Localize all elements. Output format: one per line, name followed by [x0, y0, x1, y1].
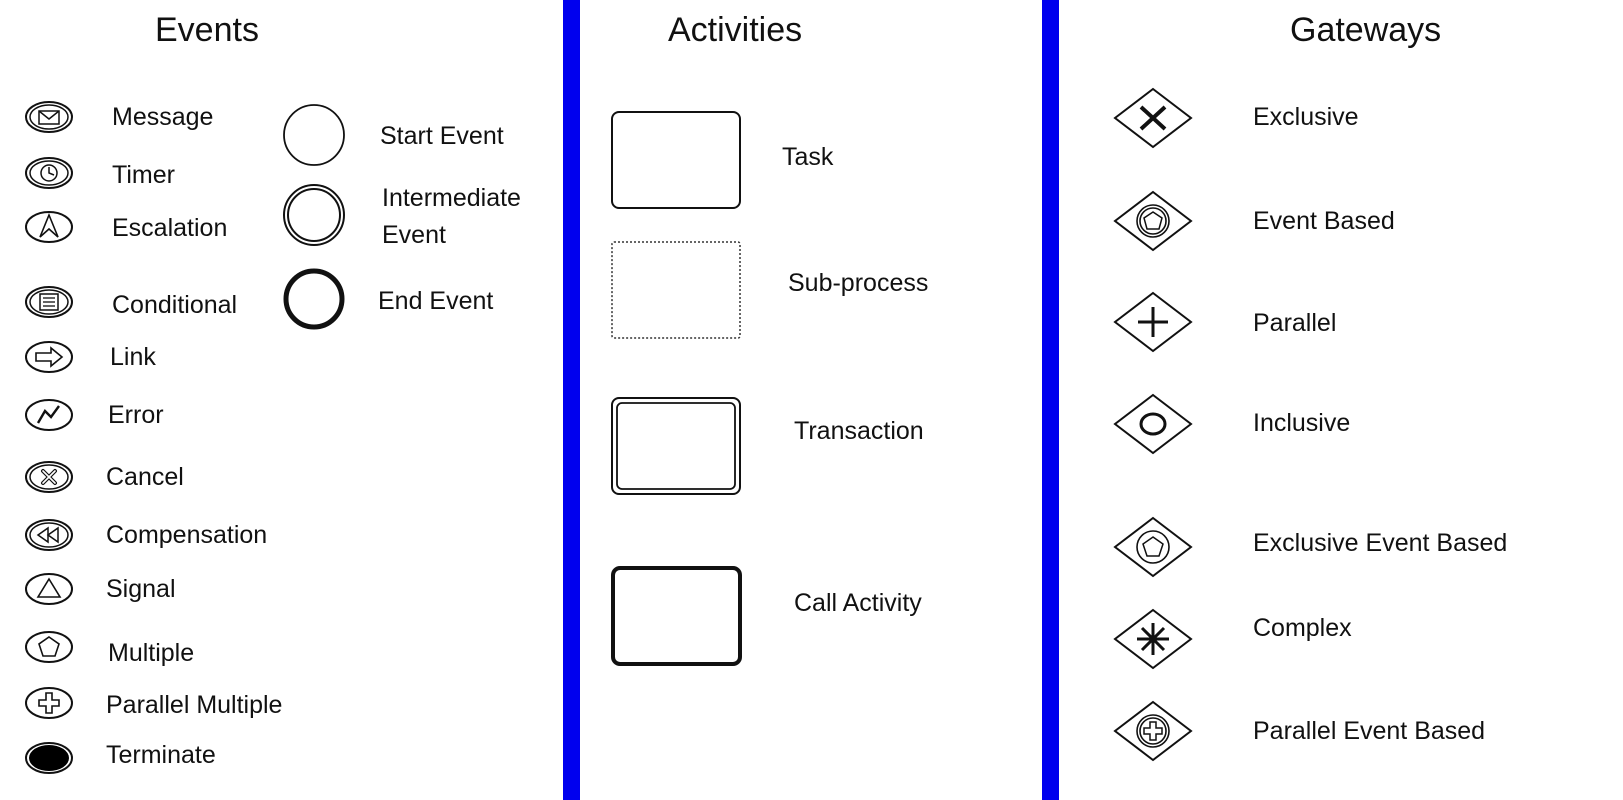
intermediate-event-icon — [283, 184, 345, 246]
parallel-multiple-event-icon — [25, 687, 73, 719]
events-title: Events — [155, 11, 259, 49]
column-separator-left — [563, 0, 580, 800]
exclusive-event-based-gateway-icon — [1113, 516, 1193, 578]
event-based-gateway-icon — [1113, 190, 1193, 252]
gateway-label-parallel-event-based: Parallel Event Based — [1253, 717, 1486, 745]
event-type-label-escalation: Escalation — [112, 214, 228, 242]
link-event-icon — [25, 341, 73, 373]
signal-event-icon — [25, 573, 73, 605]
call-activity-icon — [611, 566, 742, 666]
event-type-label-parallel-multiple: Parallel Multiple — [106, 691, 283, 719]
escalation-event-icon — [25, 211, 73, 243]
activities-title: Activities — [668, 11, 803, 49]
start-event-label: Start Event — [380, 122, 504, 150]
event-type-label-link: Link — [110, 343, 156, 371]
task-icon — [611, 111, 741, 209]
timer-event-icon — [25, 157, 73, 189]
end-event-label: End Event — [378, 287, 494, 315]
compensation-event-icon — [25, 519, 73, 551]
activity-label-sub-process: Sub-process — [788, 269, 929, 297]
event-type-label-terminate: Terminate — [106, 741, 216, 769]
intermediate-event-label-line1: Intermediate — [382, 184, 521, 212]
event-type-label-error: Error — [108, 401, 164, 429]
gateway-label-inclusive: Inclusive — [1253, 409, 1351, 437]
column-separator-right — [1042, 0, 1059, 800]
start-event-icon — [283, 104, 345, 166]
gateway-label-exclusive: Exclusive — [1253, 103, 1359, 131]
event-type-label-compensation: Compensation — [106, 521, 268, 549]
gateway-label-complex: Complex — [1253, 614, 1352, 642]
terminate-event-icon — [25, 742, 73, 774]
event-type-label-cancel: Cancel — [106, 463, 184, 491]
complex-gateway-icon — [1113, 608, 1193, 670]
transaction-icon — [611, 397, 741, 495]
parallel-gateway-icon — [1113, 291, 1193, 353]
gateway-label-parallel: Parallel — [1253, 309, 1337, 337]
error-event-icon — [25, 399, 73, 431]
activity-label-transaction: Transaction — [794, 417, 924, 445]
end-event-icon — [283, 268, 345, 330]
cancel-event-icon — [25, 461, 73, 493]
sub-process-icon — [611, 241, 741, 339]
gateways-title: Gateways — [1290, 11, 1442, 49]
parallel-event-based-gateway-icon — [1113, 700, 1193, 762]
message-event-icon — [25, 101, 73, 133]
inclusive-gateway-icon — [1113, 393, 1193, 455]
gateway-label-event-based: Event Based — [1253, 207, 1395, 235]
event-type-label-multiple: Multiple — [108, 639, 195, 667]
event-type-label-timer: Timer — [112, 161, 175, 189]
activity-label-task: Task — [782, 143, 834, 171]
event-type-label-message: Message — [112, 103, 214, 131]
activity-label-call-activity: Call Activity — [794, 589, 922, 617]
multiple-event-icon — [25, 631, 73, 663]
event-type-label-conditional: Conditional — [112, 291, 238, 319]
conditional-event-icon — [25, 286, 73, 318]
gateway-label-exclusive-event-based: Exclusive Event Based — [1253, 529, 1508, 557]
intermediate-event-label-line2: Event — [382, 221, 446, 249]
event-type-label-signal: Signal — [106, 575, 176, 603]
exclusive-gateway-icon — [1113, 87, 1193, 149]
